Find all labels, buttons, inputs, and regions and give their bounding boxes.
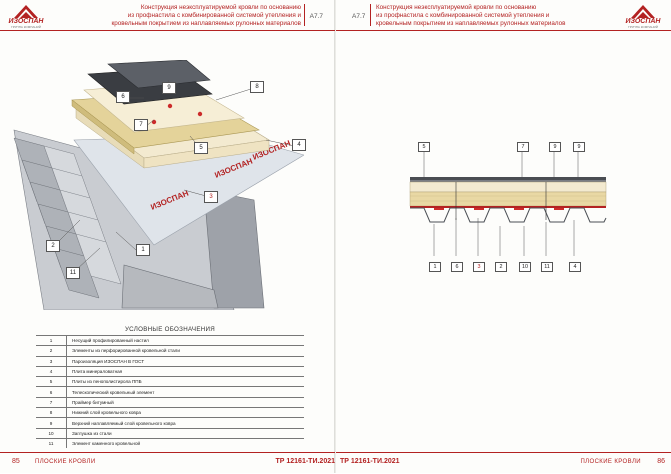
title-line: Конструкция неэксплуатируемой кровли по … xyxy=(140,4,301,11)
page-number: 85 xyxy=(12,458,20,465)
document-code: ТР 12161-ТИ.2021 xyxy=(275,458,335,465)
sheet-code: А7.7 xyxy=(352,13,366,20)
page-title: Конструкция неэксплуатируемой кровли по … xyxy=(91,4,302,28)
document-code: ТР 12161-ТИ.2021 xyxy=(340,458,400,465)
roof-layers-drawing: ИЗОСПАН ИЗОСПАН ИЗОСПАН xyxy=(13,59,305,311)
page-footer: ТР 12161-ТИ.2021 ПЛОСКИЕ КРОВЛИ 86 xyxy=(336,452,671,474)
callout-4: 4 xyxy=(292,139,306,151)
callout-8: 8 xyxy=(250,81,264,93)
callout-11: 11 xyxy=(66,267,80,279)
callout-7: 7 xyxy=(134,119,148,131)
title-line: кровельным покрытием из наплавляемых рул… xyxy=(376,20,566,27)
legend-number: 4 xyxy=(36,365,67,377)
legend-number: 5 xyxy=(36,376,67,387)
section-tag-1: 1 xyxy=(429,262,441,272)
section-name: ПЛОСКИЕ КРОВЛИ xyxy=(580,459,641,465)
logo-subtitle: ГРУППА КОМПАНИЙ xyxy=(628,25,658,29)
legend-number: 10 xyxy=(36,427,67,439)
left-page: ИЗОСПАН ГРУППА КОМПАНИЙ Конструкция неэк… xyxy=(0,0,335,473)
section-tag-4: 4 xyxy=(569,262,581,272)
legend-text: Праймер битумный xyxy=(66,396,304,408)
page-header: ИЗОСПАН ГРУППА КОМПАНИЙ Конструкция неэк… xyxy=(0,0,335,31)
page-title: Конструкция неэксплуатируемой кровли по … xyxy=(376,4,586,28)
isometric-roof-illustration: ИЗОСПАН ИЗОСПАН ИЗОСПАН xyxy=(4,59,306,311)
section-tag-2: 2 xyxy=(495,262,507,272)
izospan-logo: ИЗОСПАН ГРУППА КОМПАНИЙ xyxy=(623,3,663,29)
legend-text: Плиты из пенополистирола ППБ xyxy=(66,376,304,387)
legend-number: 8 xyxy=(36,407,67,418)
legend-text: Несущий профилированный настил xyxy=(66,334,304,346)
right-page: А7.7 Конструкция неэксплуатируемой кровл… xyxy=(336,0,671,473)
legend-text: Верхний наплавляемый слой кровельного ко… xyxy=(66,417,304,429)
logo-name: ИЗОСПАН xyxy=(625,18,661,25)
legend-number: 9 xyxy=(36,417,67,429)
title-line: из профнастила с комбинированной системо… xyxy=(376,12,550,19)
legend-text: Заглушка из стали xyxy=(66,427,304,439)
logo-subtitle: ГРУППА КОМПАНИЙ xyxy=(11,25,41,29)
legend-number: 11 xyxy=(36,437,67,449)
callout-1: 1 xyxy=(136,244,150,256)
section-tag-10: 10 xyxy=(519,262,531,272)
logo-name: ИЗОСПАН xyxy=(8,18,44,25)
callout-2: 2 xyxy=(46,240,60,252)
logo-roof-icon xyxy=(14,5,38,18)
legend-number: 1 xyxy=(36,334,67,346)
callout-9: 9 xyxy=(162,82,176,94)
header-divider xyxy=(304,4,305,26)
callout-6: 6 xyxy=(116,91,130,103)
section-name: ПЛОСКИЕ КРОВЛИ xyxy=(35,459,96,465)
legend-text: Нижний слой кровельного ковра xyxy=(66,407,304,418)
legend-text: Элемент каменного кровельной xyxy=(66,437,304,449)
page-header: А7.7 Конструкция неэксплуатируемой кровл… xyxy=(336,0,671,31)
legend-text: Пароизоляция ИЗОСПАН В ГОСТ xyxy=(66,355,304,367)
legend-number: 3 xyxy=(36,355,67,367)
section-tag-7: 7 xyxy=(517,142,529,152)
legend-text: Телескопический кровельный элемент xyxy=(66,386,304,398)
title-line: кровельным покрытием из наплавляемых рул… xyxy=(111,20,302,27)
section-tag-6: 6 xyxy=(451,262,463,272)
legend-number: 7 xyxy=(36,396,67,408)
section-svg xyxy=(409,150,607,256)
legend-text: Элементы из перфорированной кровельной с… xyxy=(66,345,304,357)
section-tag-3: 3 xyxy=(473,262,485,272)
legend-title: УСЛОВНЫЕ ОБОЗНАЧЕНИЯ xyxy=(124,326,216,333)
section-tag-9: 9 xyxy=(549,142,561,152)
page-number: 86 xyxy=(657,458,665,465)
legend-text: Плита минераловатная xyxy=(66,365,304,377)
callout-5: 5 xyxy=(194,142,208,154)
section-tag-5: 5 xyxy=(418,142,430,152)
section-tag-9b: 9 xyxy=(573,142,585,152)
page-gutter xyxy=(334,0,336,473)
roof-section-drawing: 5 7 9 9 1 6 3 2 10 11 4 xyxy=(396,138,626,288)
sheet-code: А7.7 xyxy=(309,13,323,20)
logo-roof-icon xyxy=(631,5,655,18)
header-divider xyxy=(370,4,371,26)
title-line: Конструкция неэксплуатируемой кровли по … xyxy=(376,4,537,11)
legend-number: 6 xyxy=(36,386,67,398)
title-line: из профнастила с комбинированной системо… xyxy=(127,12,301,19)
page-footer: 85 ПЛОСКИЕ КРОВЛИ ТР 12161-ТИ.2021 xyxy=(0,452,335,474)
izospan-logo: ИЗОСПАН ГРУППА КОМПАНИЙ xyxy=(6,3,46,29)
section-tag-11: 11 xyxy=(541,262,553,272)
callout-3: 3 xyxy=(204,191,218,203)
legend-number: 2 xyxy=(36,345,67,357)
